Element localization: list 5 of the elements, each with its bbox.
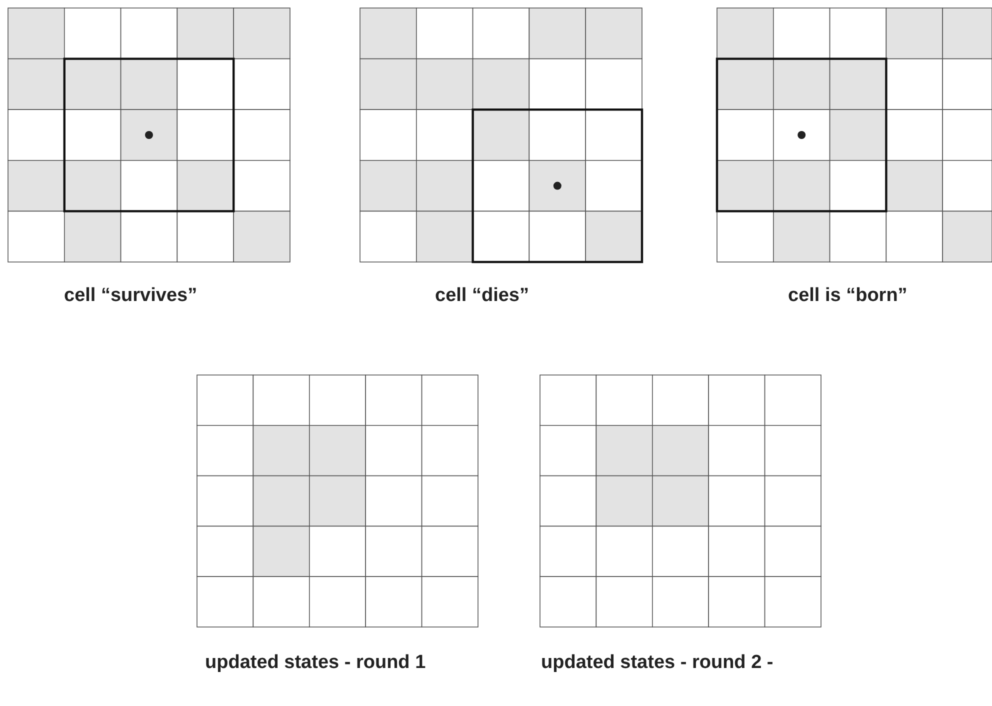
grid-caption: cell “survives” bbox=[64, 285, 198, 307]
grid-caption: updated states - round 2 - bbox=[541, 652, 774, 674]
grid-caption: cell is “born” bbox=[788, 285, 908, 307]
grid-caption: cell “dies” bbox=[435, 285, 529, 307]
grid-caption: updated states - round 1 bbox=[205, 652, 426, 674]
